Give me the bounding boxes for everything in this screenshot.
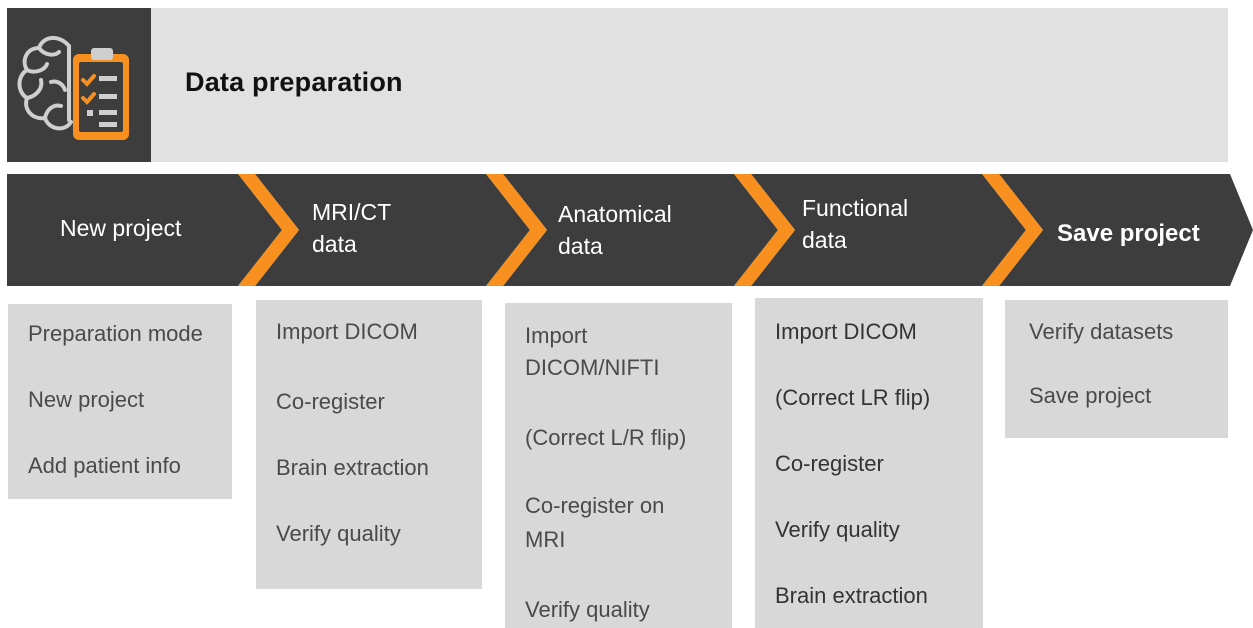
step-5-label-line: Save project (1057, 220, 1200, 247)
step-2-box (256, 300, 482, 589)
step-5-item: Save project (1029, 383, 1152, 408)
step-2-label: MRI/CT data (312, 196, 391, 260)
step-5-item: Verify datasets (1029, 319, 1174, 344)
step-1-label: New project (60, 212, 181, 244)
step-1-item: Preparation mode (28, 321, 203, 346)
step-band-5 (999, 174, 1253, 286)
step-2-item: Co-register (276, 389, 385, 414)
step-2-label-line: MRI/CT (312, 199, 392, 225)
step-2-item: Import DICOM (276, 319, 418, 344)
step-4-label: Functional data (802, 192, 908, 256)
step-4-item: Verify quality (775, 517, 900, 542)
header-icon-box (7, 8, 151, 162)
step-3-label: Anatomical data (558, 198, 672, 262)
page-title: Data preparation (185, 67, 403, 97)
chevron-3 (734, 174, 795, 286)
step-3-box (505, 303, 732, 628)
header-banner (7, 8, 1228, 162)
step-2-label-line: data (312, 231, 357, 257)
step-4-label-line: Functional (802, 195, 909, 221)
chevron-4 (982, 174, 1043, 286)
step-1-item: Add patient info (28, 453, 181, 478)
step-2-item: Brain extraction (276, 455, 429, 480)
step-4-item: Import DICOM (775, 319, 917, 344)
step-5-box (1005, 300, 1228, 438)
step-3-label-line: Anatomical (558, 201, 672, 227)
step-band-4 (751, 174, 1026, 286)
step-4-item: Co-register (775, 451, 884, 476)
step-3-item: MRI (525, 527, 566, 552)
brain-checklist-icon (17, 36, 129, 140)
step-5-label: Save project (1057, 218, 1200, 250)
step-4-item: (Correct LR flip) (775, 385, 931, 410)
step-3-item: Import (525, 323, 588, 348)
step-band-2 (255, 174, 530, 286)
step-4-label-line: data (802, 227, 847, 253)
step-band-1 (7, 174, 282, 286)
step-4-item: Brain extraction (775, 583, 928, 608)
step-4-box (755, 298, 983, 628)
step-3-label-line: data (558, 233, 603, 259)
step-3-item: Verify quality (525, 597, 650, 622)
chevron-2 (486, 174, 547, 286)
step-1-box (8, 304, 232, 499)
step-band-3 (503, 174, 778, 286)
step-2-item: Verify quality (276, 521, 401, 546)
step-1-item: New project (28, 387, 145, 412)
process-band (7, 174, 1253, 286)
chevron-1 (238, 174, 299, 286)
step-3-item: DICOM/NIFTI (525, 355, 660, 380)
step-3-item: (Correct L/R flip) (525, 425, 687, 450)
step-3-item: Co-register on (525, 493, 665, 518)
step-1-label-line: New project (60, 215, 182, 241)
